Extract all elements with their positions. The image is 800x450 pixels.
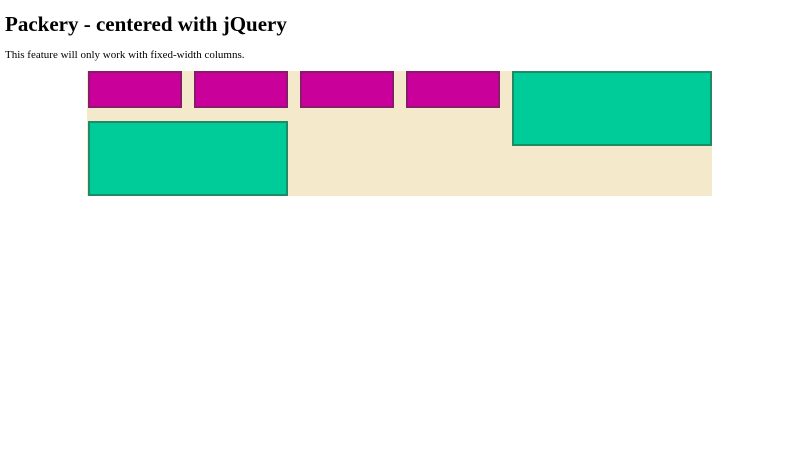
grid-item-small[interactable]: [88, 71, 182, 108]
grid-item-wide[interactable]: [512, 71, 712, 146]
packery-container: [87, 71, 712, 196]
feature-note: This feature will only work with fixed-w…: [5, 49, 245, 61]
grid-item-small[interactable]: [406, 71, 500, 108]
grid-item-small[interactable]: [300, 71, 394, 108]
page-title: Packery - centered with jQuery: [5, 12, 287, 36]
grid-item-small[interactable]: [194, 71, 288, 108]
grid-item-wide[interactable]: [88, 121, 288, 196]
